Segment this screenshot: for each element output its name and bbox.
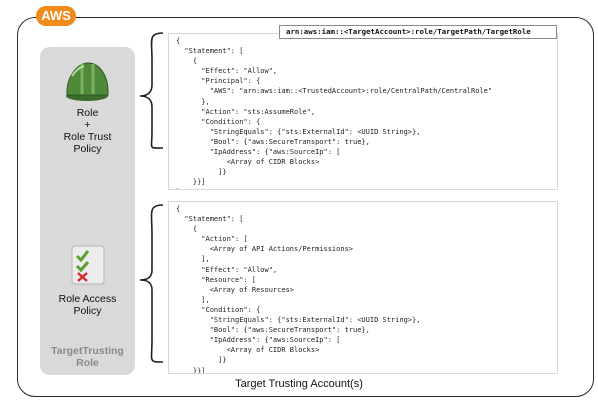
code-line: }}]	[176, 366, 206, 374]
target-role-label-2: Role	[76, 357, 99, 369]
role-label-trust: Role Trust	[63, 131, 112, 143]
role-label-plus: +	[84, 119, 91, 131]
code-line: "IpAddress": {"aws:SourceIp": [	[176, 148, 341, 157]
code-line: ],	[176, 255, 210, 264]
code-line: {	[176, 205, 181, 213]
code-line: "StringEquals": {"sts:ExternalId": <UUID…	[176, 316, 421, 325]
trust-policy-code: { "Statement": [ { "Effect": "Allow", "P…	[168, 33, 558, 190]
footer-label: Target Trusting Account(s)	[235, 378, 363, 390]
account-frame	[17, 17, 594, 397]
code-line: "Bool": {"aws:SecureTransport": true},	[176, 137, 370, 146]
code-line: "Statement": [	[176, 215, 244, 224]
code-line: "Effect": "Allow",	[176, 265, 278, 274]
role-label-policy: Policy	[73, 143, 102, 155]
target-role-label-1: TargetTrusting	[51, 345, 124, 357]
code-line: <Array of API Actions/Permissions>	[176, 245, 354, 254]
code-line: ]}	[176, 356, 227, 365]
code-line: {	[176, 37, 181, 45]
code-line: },	[176, 97, 210, 106]
code-line: {	[176, 57, 198, 66]
code-line: ],	[176, 295, 210, 304]
code-line: "Action": "sts:AssumeRole",	[176, 107, 316, 116]
code-line: "StringEquals": {"sts:ExternalId": <UUID…	[176, 127, 421, 136]
role-panel	[40, 47, 135, 375]
code-line: }	[176, 187, 557, 189]
code-line: <Array of CIDR Blocks>	[176, 158, 320, 167]
code-line: "Resource": [	[176, 275, 257, 284]
code-line: <Array of CIDR Blocks>	[176, 346, 320, 355]
access-label-1: Role Access	[58, 293, 117, 305]
role-label-1: Role	[76, 107, 99, 119]
code-line: <Array of Resources>	[176, 285, 295, 294]
access-policy-code: { "Statement": [ { "Action": [ <Array of…	[168, 201, 558, 374]
access-label-2: Policy	[73, 305, 102, 317]
code-line: "Condition": {	[176, 117, 261, 126]
code-line: "Effect": "Allow",	[176, 67, 278, 76]
role-arn-label: arn:aws:iam::<TargetAccount>:role/Target…	[279, 25, 557, 39]
code-line: "AWS": "arn:aws:iam::<TrustedAccount>:ro…	[176, 87, 493, 96]
code-line: "Action": [	[176, 235, 248, 244]
code-line: "Principal": {	[176, 77, 261, 86]
aws-badge: AWS	[36, 6, 76, 26]
code-line: "Bool": {"aws:SecureTransport": true},	[176, 326, 370, 335]
code-line: "Condition": {	[176, 305, 261, 314]
code-line: }}]	[176, 178, 206, 187]
code-line: "Statement": [	[176, 47, 244, 56]
code-line: {	[176, 225, 198, 234]
code-line: "IpAddress": {"aws:SourceIp": [	[176, 336, 341, 345]
code-line: ]}	[176, 168, 227, 177]
